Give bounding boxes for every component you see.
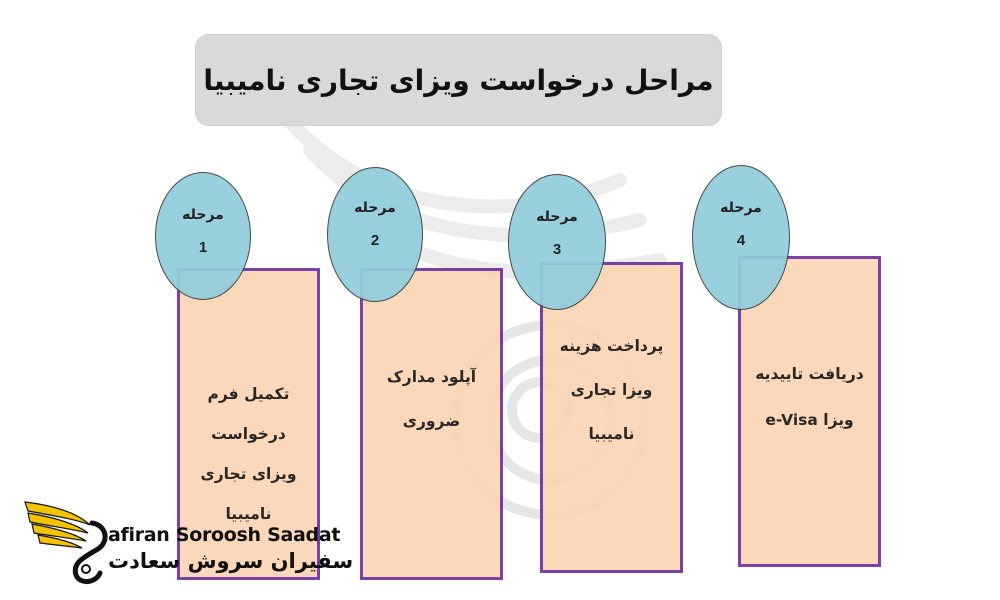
step-4-text: دریافت تاییدیه ویزا e-Visa — [755, 351, 863, 443]
logo-name-persian: سفیران سروش سعادت — [108, 549, 354, 573]
step-2-box: آپلود مدارک ضروری — [360, 268, 503, 580]
step-3-badge: مرحله 3 — [508, 174, 606, 310]
step-3-number: 3 — [552, 241, 562, 258]
step-2-number: 2 — [370, 232, 380, 249]
step-1-text: تکمیل فرم درخواست ویزای تجاری نامیبیا — [201, 374, 297, 534]
step-3-box: پرداخت هزینه ویزا تجاری نامیبیا — [540, 262, 683, 573]
step-1-badge: مرحله 1 — [155, 172, 251, 300]
step-4-line-1: دریافت تاییدیه — [755, 364, 864, 383]
step-2-line-2: ضروری — [402, 412, 461, 430]
title-banner: مراحل درخواست ویزای تجاری نامیبیا — [195, 34, 722, 126]
step-2-label: مرحله — [354, 200, 396, 216]
logo-name-english: afiran Soroosh Saadat — [108, 524, 341, 546]
step-1-box: تکمیل فرم درخواست ویزای تجاری نامیبیا — [177, 268, 320, 580]
step-3-line-3: نامیبیا — [588, 424, 635, 443]
step-3-text: پرداخت هزینه ویزا تجاری نامیبیا — [560, 324, 664, 456]
step-2-badge: مرحله 2 — [327, 167, 423, 302]
step-1-number: 1 — [198, 239, 208, 256]
step-1-line-4: نامیبیا — [225, 505, 272, 523]
step-4-label: مرحله — [720, 200, 762, 216]
swan-wing-logo-icon — [24, 501, 108, 584]
step-1-line-1: تکمیل فرم — [207, 385, 290, 403]
step-4-number: 4 — [736, 232, 746, 249]
step-3-line-1: پرداخت هزینه — [559, 336, 664, 355]
step-1-line-2: درخواست — [211, 425, 286, 443]
diagram-title: مراحل درخواست ویزای تجاری نامیبیا — [203, 63, 714, 97]
step-2-text: آپلود مدارک ضروری — [387, 355, 476, 443]
step-1-line-3: ویزای تجاری — [200, 465, 297, 483]
step-1-label: مرحله — [182, 207, 224, 223]
step-4-box: دریافت تاییدیه ویزا e-Visa — [738, 256, 881, 567]
step-4-badge: مرحله 4 — [692, 165, 790, 310]
step-3-label: مرحله — [536, 209, 578, 225]
step-3-line-2: ویزا تجاری — [570, 380, 653, 399]
step-4-line-2: ویزا e-Visa — [765, 410, 854, 429]
step-2-line-1: آپلود مدارک — [386, 368, 477, 386]
company-logo: afiran Soroosh Saadat سفیران سروش سعادت — [20, 497, 353, 587]
